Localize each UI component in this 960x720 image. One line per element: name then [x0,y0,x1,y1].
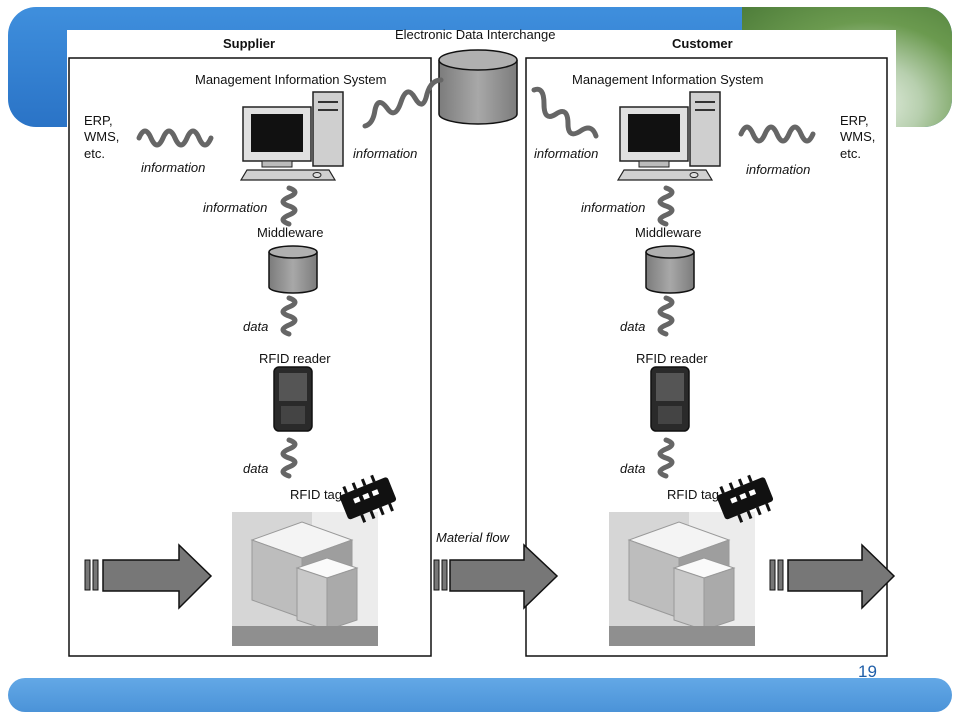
supplier-info-right: information [353,146,418,161]
middleware-reader-wave [657,295,675,337]
supplier-reader-label: RFID reader [259,351,331,366]
pallet-boxes-image [232,512,378,646]
mis-middleware-wave [657,185,675,227]
middleware-reader-wave [280,295,298,337]
material-flow-arrow [433,543,559,610]
page-number: 19 [858,662,877,681]
supplier-info-left: information [141,160,206,175]
supplier-title: Supplier [223,36,276,51]
erp-info-wave [136,128,214,148]
supplier-data-upper: data [243,319,269,334]
customer-panel [525,57,888,657]
supplier-panel [68,57,432,657]
customer-info-mid: information [581,200,646,215]
pallet-boxes-image [609,512,755,646]
customer-info-right: information [746,162,811,177]
mis-computer-icon [239,91,344,181]
customer-info-left: information [534,146,599,161]
customer-tag-label: RFID tag [667,487,720,502]
customer-erp-label: ERP, WMS, etc. [840,113,876,161]
footer-band [8,678,952,712]
incoming-flow-arrow [84,543,213,610]
customer-data-upper: data [620,319,646,334]
supplier-mis-label: Management Information System [195,72,387,87]
customer-title: Customer [672,36,733,51]
mis-computer-icon [616,91,721,181]
supplier-middleware-label: Middleware [257,225,324,240]
supplier-data-lower: data [243,461,269,476]
edi-info-wave [362,77,444,129]
supplier-graphics [84,77,444,646]
customer-reader-label: RFID reader [636,351,708,366]
edi-database-icon [438,49,518,125]
customer-data-lower: data [620,461,646,476]
reader-tag-wave [657,437,675,479]
rfid-supply-chain-figure: Electronic Data Interchange Supplier Cus… [67,27,896,658]
rfid-tag-chip-icon [339,474,397,523]
supplier-tag-label: RFID tag [290,487,343,502]
supplier-info-mid: information [203,200,268,215]
rfid-tag-chip-icon [716,474,774,523]
middleware-database-icon [645,245,695,294]
outgoing-flow-arrow [769,543,896,610]
edi-label: Electronic Data Interchange [395,27,556,42]
edi-info-wave [531,86,599,139]
supplier-erp-label: ERP, WMS, etc. [84,113,120,161]
reader-tag-wave [280,437,298,479]
customer-middleware-label: Middleware [635,225,702,240]
rfid-reader-icon [273,366,313,432]
material-flow-label: Material flow [436,530,509,545]
mis-middleware-wave [280,185,298,227]
erp-info-wave [738,124,816,144]
diagram-graphics [68,49,896,657]
customer-mis-label: Management Information System [572,72,764,87]
rfid-reader-icon [650,366,690,432]
customer-graphics [531,86,896,646]
middleware-database-icon [268,245,318,294]
